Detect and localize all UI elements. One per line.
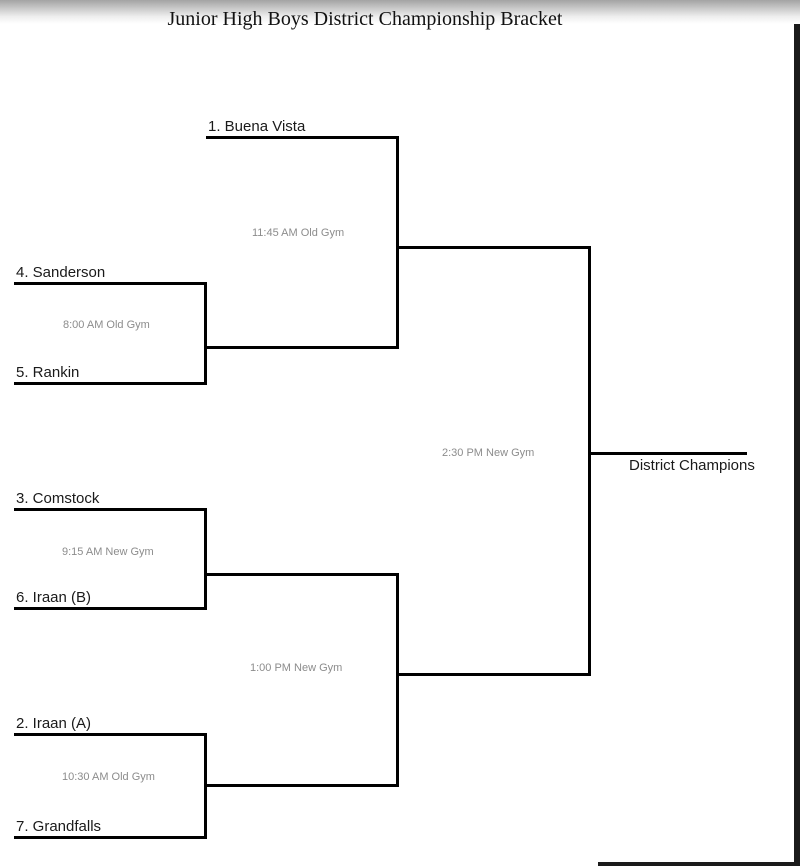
game3-time: 10:30 AM Old Gym [62,771,155,783]
semifinal2-time: 1:00 PM New Gym [250,662,343,674]
team-rankin: 5. Rankin [16,364,80,381]
team-comstock: 3. Comstock [16,490,100,507]
line-game2-bottom [14,607,207,610]
champion-label: District Champions [629,457,755,474]
line-champion [588,452,747,455]
line-game2-vertical [204,508,207,610]
game1-time: 8:00 AM Old Gym [63,319,150,331]
semifinal1-time: 11:45 AM Old Gym [252,227,345,239]
line-game1-winner [204,346,399,349]
team-buena-vista: 1. Buena Vista [208,118,306,135]
scan-artifact-bottom-edge [598,862,800,866]
line-game3-bottom [14,836,207,839]
line-semifinal1-vertical [396,136,399,349]
line-game1-top [14,282,207,285]
line-final-vertical [588,246,591,676]
line-game3-winner [204,784,399,787]
line-game1-bottom [14,382,207,385]
line-semifinal2-winner [396,673,591,676]
line-buena-vista-seed [206,136,399,139]
line-game2-top [14,508,207,511]
final-time: 2:30 PM New Gym [442,447,535,459]
page-title: Junior High Boys District Championship B… [167,8,563,30]
line-game2-winner [204,573,399,576]
line-game3-top [14,733,207,736]
line-semifinal2-vertical [396,573,399,787]
scan-artifact-top-gradient [0,0,800,24]
game2-time: 9:15 AM New Gym [62,546,154,558]
scan-artifact-right-edge [794,4,800,866]
team-iraan-b: 6. Iraan (B) [16,589,92,606]
line-game1-vertical [204,282,207,385]
line-semifinal1-winner [396,246,591,249]
team-grandfalls: 7. Grandfalls [16,818,102,835]
team-sanderson: 4. Sanderson [16,264,106,281]
team-iraan-a: 2. Iraan (A) [16,715,92,732]
